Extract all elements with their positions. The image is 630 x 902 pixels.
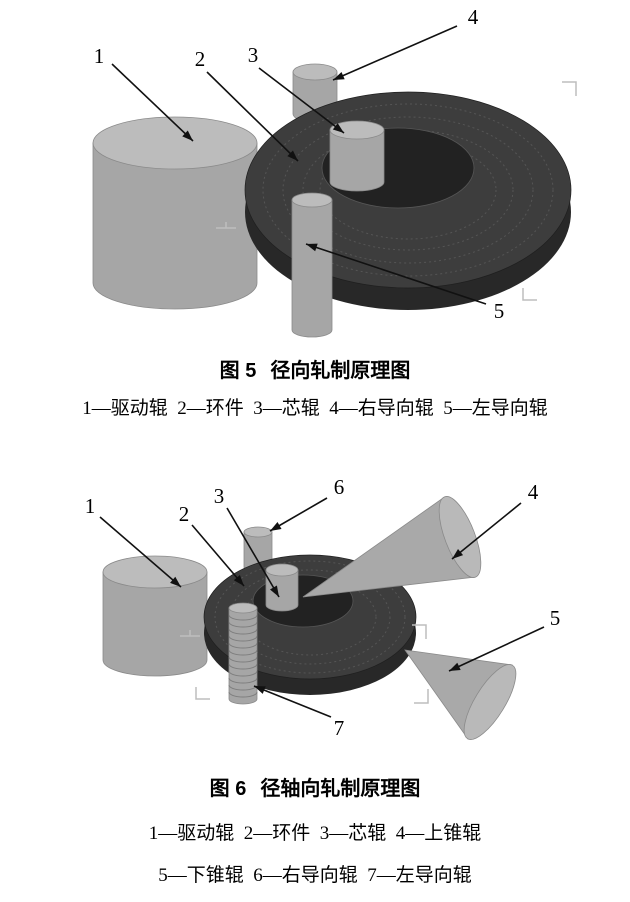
drive-roller-cylinder	[92, 116, 258, 310]
arrow-2	[191, 524, 245, 587]
arrowhead	[182, 130, 193, 141]
arrow-5	[305, 243, 487, 305]
cylinder-top	[92, 116, 258, 170]
view-corner-marks	[180, 624, 429, 704]
figure6-caption: 图 6 径轴向轧制原理图	[0, 772, 630, 801]
arrowhead	[452, 548, 464, 559]
cylinder-thread-texture	[228, 614, 258, 698]
callout-arrows	[99, 497, 545, 718]
arrow-5	[448, 626, 545, 672]
callout-label-7: 7	[334, 716, 345, 740]
callout-numbers: 1 2 3 6 4 5 7	[85, 475, 561, 740]
callout-label-6: 6	[334, 475, 345, 499]
callout-label-3: 3	[248, 43, 259, 67]
arrow-2	[206, 71, 299, 162]
left-guide-roller-cylinder	[228, 602, 258, 705]
cylinder-top	[329, 120, 385, 140]
figure6-caption-title: 径轴向轧制原理图	[260, 778, 421, 800]
callout-label-4: 4	[528, 480, 539, 504]
cylinder-top	[243, 526, 273, 538]
upper-cone-roller	[302, 496, 482, 598]
arrowhead	[287, 150, 298, 161]
figure6-legend-line2: 5—下锥辊 6—右导向辊 7—左导向辊	[158, 865, 472, 886]
mandrel-roller-cylinder	[265, 563, 299, 612]
arrowhead	[270, 522, 282, 531]
callout-label-1: 1	[85, 494, 96, 518]
arrow-3	[258, 67, 345, 134]
arrowhead	[233, 575, 244, 586]
cylinder-body	[92, 142, 258, 310]
arrow-4	[451, 502, 522, 560]
arrow-1	[111, 63, 194, 142]
figure5-caption-number: 图 5	[219, 360, 257, 382]
callout-label-5: 5	[550, 606, 561, 630]
arrow-1	[99, 516, 182, 588]
callout-label-1: 1	[94, 44, 105, 68]
arrowhead	[254, 686, 266, 694]
cylinder-top	[265, 563, 299, 577]
figure5-caption-title: 径向轧制原理图	[270, 360, 411, 382]
callout-label-5: 5	[494, 299, 505, 323]
cylinder-body	[265, 569, 299, 612]
figure6-diagram: 1 2 3 6 4 5 7	[85, 475, 561, 740]
cylinder-top	[102, 555, 208, 589]
arrow-3	[226, 507, 280, 598]
cylinder-top	[228, 602, 258, 614]
callout-label-4: 4	[468, 5, 479, 29]
cylinder-body	[329, 129, 385, 192]
arrow-7	[253, 685, 332, 718]
lower-cone-roller	[404, 649, 517, 740]
cylinder-top	[292, 63, 338, 81]
arrowhead	[333, 71, 345, 80]
mandrel-roller-cylinder	[329, 120, 385, 192]
view-corner-marks	[216, 81, 577, 301]
cylinder-body	[291, 199, 333, 338]
cone-base	[438, 496, 482, 578]
callout-label-2: 2	[179, 502, 190, 526]
callout-label-3: 3	[214, 484, 225, 508]
left-guide-roller-cylinder	[291, 192, 333, 338]
figure6-caption-number: 图 6	[209, 778, 247, 800]
callout-numbers: 1 2 3 4 5	[94, 5, 505, 323]
cone-base	[463, 664, 517, 740]
arrow-4	[332, 25, 458, 81]
figure5-diagram: 1 2 3 4 5	[92, 5, 577, 338]
figure5-caption: 图 5 径向轧制原理图	[0, 354, 630, 383]
cylinder-body	[102, 571, 208, 677]
arrowhead	[269, 585, 279, 597]
figure6-legend-line1: 1—驱动辊 2—环件 3—芯辊 4—上锥辊	[148, 823, 482, 844]
arrowhead	[306, 243, 318, 252]
arrowhead	[170, 576, 181, 587]
cylinder-top	[291, 192, 333, 208]
callout-label-2: 2	[195, 47, 206, 71]
arrowhead	[332, 123, 344, 133]
callout-arrows	[111, 25, 487, 305]
cylinder-body	[228, 607, 258, 705]
figure5-legend: 1—驱动辊 2—环件 3—芯辊 4—右导向辊 5—左导向辊	[82, 398, 548, 419]
drive-roller-cylinder	[102, 555, 208, 677]
arrowhead	[449, 662, 461, 671]
